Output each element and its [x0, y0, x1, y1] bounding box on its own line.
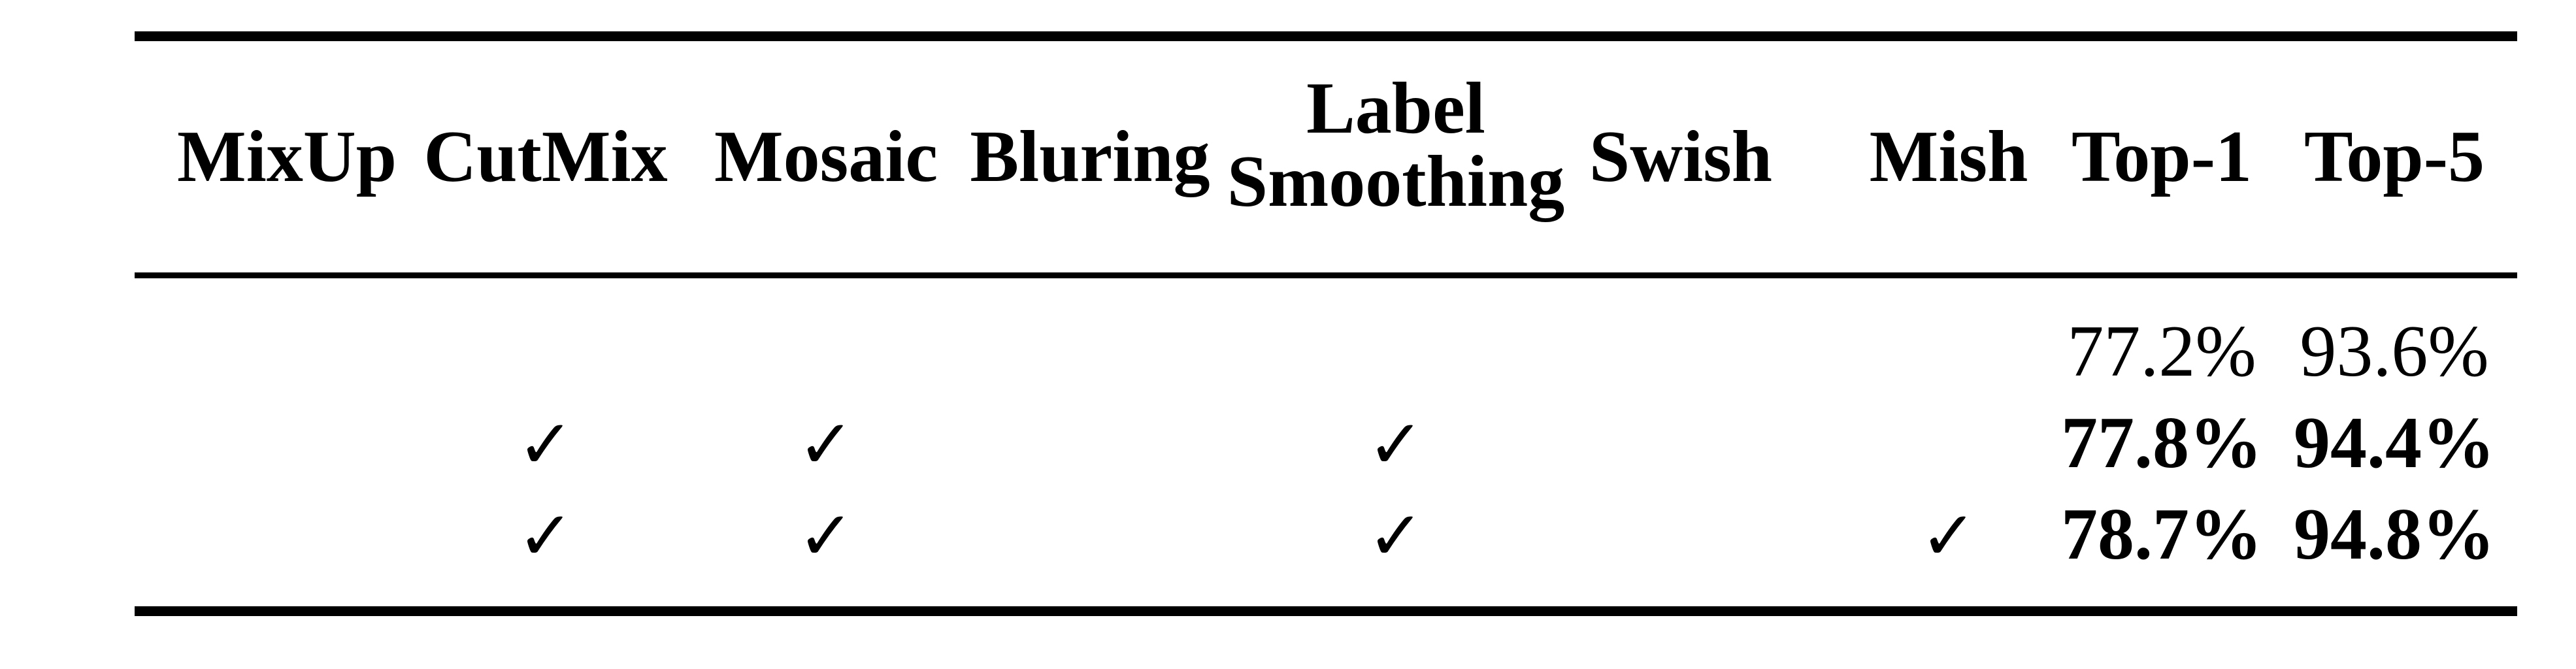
check-mark-icon: ✓: [1367, 496, 1425, 576]
column-header-line: Label: [1306, 68, 1485, 149]
check-mark-icon: ✓: [1920, 496, 1977, 576]
column-header-line: Smoothing: [1227, 141, 1565, 222]
column-header-line: Bluring: [970, 116, 1210, 197]
cell-top-5: 94.4%: [2294, 402, 2495, 483]
check-mark-icon: ✓: [517, 496, 574, 576]
column-header-line: MixUp: [177, 116, 397, 197]
column-header-cutmix: CutMix: [423, 120, 667, 193]
column-header-line: Mosaic: [714, 116, 938, 197]
cell-top-1: 78.7%: [2061, 494, 2262, 575]
cell-top-1: 77.2%: [2067, 311, 2256, 392]
check-mark-icon: ✓: [797, 496, 855, 576]
top-rule: [135, 31, 2517, 41]
column-header-line: Top-5: [2304, 116, 2485, 197]
column-header-line: CutMix: [423, 116, 668, 197]
column-header-bluring: Bluring: [970, 120, 1210, 193]
column-header-mish: Mish: [1870, 120, 2028, 193]
column-header-line: Swish: [1589, 116, 1773, 197]
column-header-line: Mish: [1869, 116, 2028, 197]
column-header-top5: Top-5: [2304, 120, 2485, 193]
header-rule: [135, 272, 2517, 278]
check-mark-icon: ✓: [1367, 404, 1425, 484]
bottom-rule: [135, 606, 2517, 616]
cell-top-1: 77.8%: [2061, 402, 2262, 483]
column-header-mosaic: Mosaic: [714, 120, 938, 193]
check-mark-icon: ✓: [797, 404, 855, 484]
column-header-swish: Swish: [1589, 120, 1772, 193]
check-mark-icon: ✓: [517, 404, 574, 484]
column-header-line: Top-1: [2071, 116, 2253, 197]
cell-top-5: 93.6%: [2300, 311, 2489, 392]
cell-top-5: 94.8%: [2294, 494, 2495, 575]
column-header-mixup: MixUp: [177, 120, 397, 193]
column-header-top1: Top-1: [2072, 120, 2252, 193]
